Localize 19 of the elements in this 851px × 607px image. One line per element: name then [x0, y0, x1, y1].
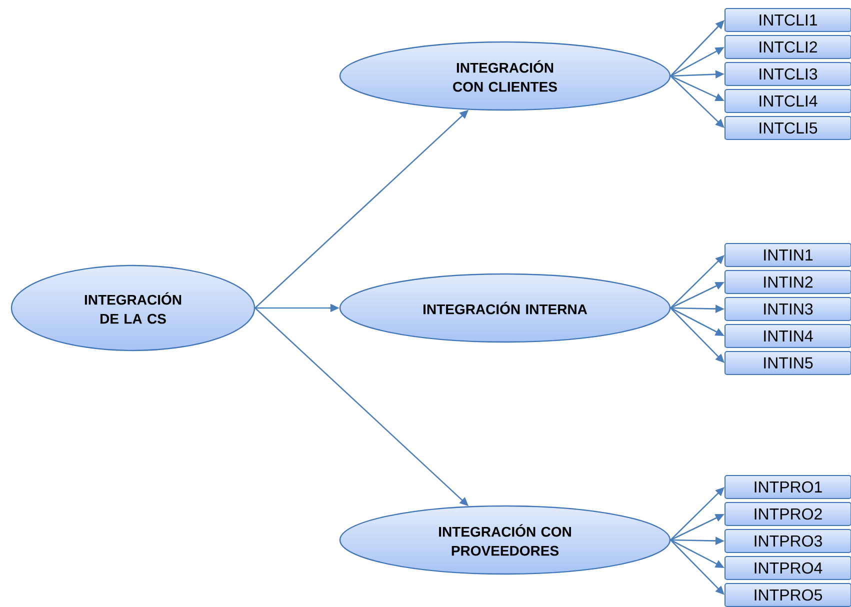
process-box: INTPRO3 — [724, 528, 851, 553]
process-box: INTIN4 — [724, 324, 851, 348]
ellipse-node: INTEGRACIÓN CON PROVEEDORES — [339, 505, 671, 575]
process-box: INTPRO4 — [724, 556, 851, 580]
process-box: INTCLI4 — [724, 89, 851, 113]
process-box: INTPRO1 — [724, 474, 851, 499]
process-box: INTIN3 — [724, 297, 851, 321]
process-box: INTCLI1 — [724, 8, 851, 32]
process-box: INTIN2 — [724, 270, 851, 294]
process-box: INTCLI2 — [724, 35, 851, 59]
ellipse-node: INTEGRACIÓN INTERNA — [339, 273, 671, 343]
process-box: INTCLI5 — [724, 116, 851, 140]
process-box: INTCLI3 — [724, 62, 851, 86]
process-box: INTIN1 — [724, 242, 851, 267]
process-box: INTIN5 — [724, 350, 851, 375]
ellipse-node: INTEGRACIÓN DE LA CS — [10, 264, 256, 352]
process-box: INTPRO5 — [724, 582, 851, 607]
ellipse-node: INTEGRACIÓN CON CLIENTES — [339, 41, 671, 111]
process-box: INTPRO2 — [724, 502, 851, 526]
